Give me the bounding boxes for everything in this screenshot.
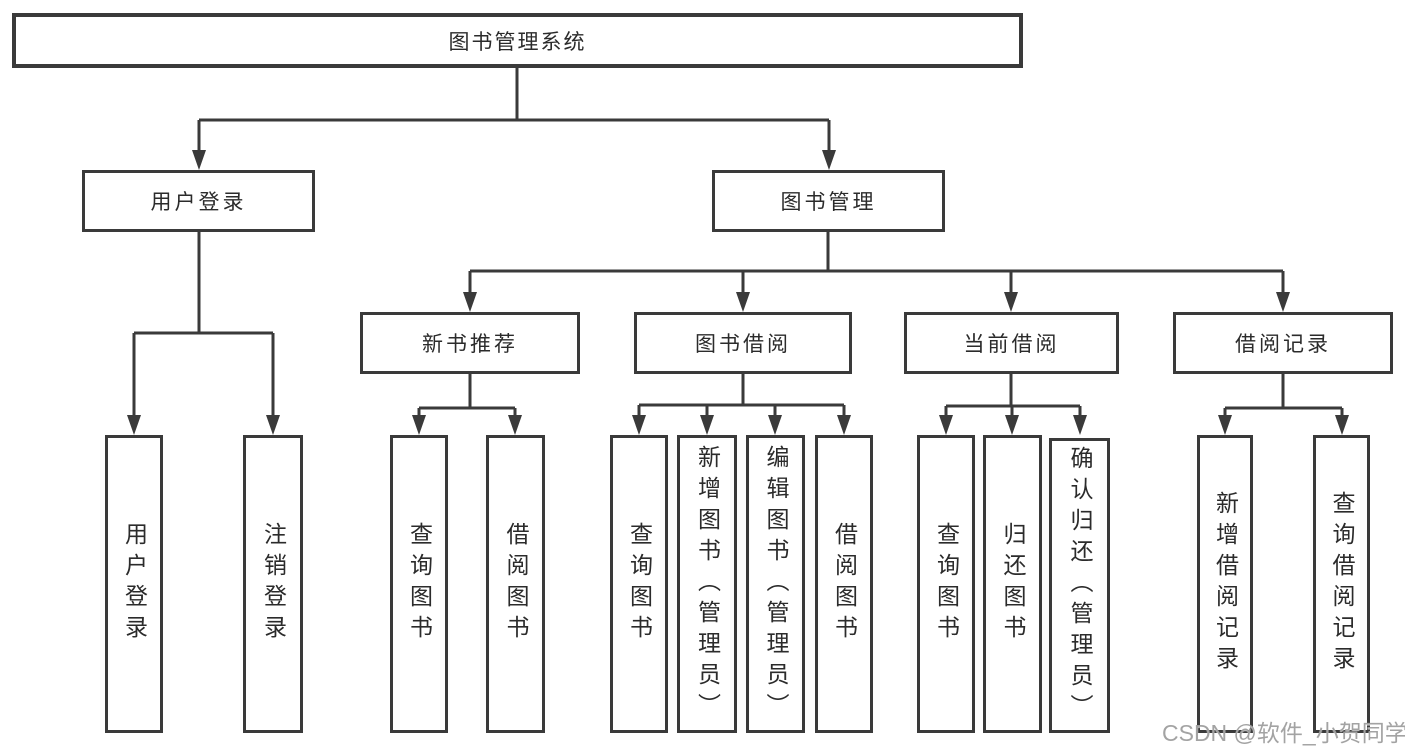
watermark-text: CSDN @软件_小贺同学 xyxy=(1162,720,1405,746)
leaf-edit-book-admin: 编辑图书（管理员） xyxy=(746,435,805,733)
node-user-login: 用户登录 xyxy=(82,170,315,232)
node-library-system: 图书管理系统 xyxy=(12,13,1023,68)
node-borrowing-records: 借阅记录 xyxy=(1173,312,1393,374)
node-book-borrowing: 图书借阅 xyxy=(634,312,852,374)
leaf-confirm-return-admin: 确认归还（管理员） xyxy=(1049,438,1110,733)
leaf-query-borrow-record: 查询借阅记录 xyxy=(1313,435,1370,733)
node-book-management: 图书管理 xyxy=(712,170,945,232)
tree-connector-lines xyxy=(132,68,1344,417)
node-new-book-recommend: 新书推荐 xyxy=(360,312,580,374)
leaf-query-books-2: 查询图书 xyxy=(610,435,668,733)
tree-connector-arrowheads xyxy=(127,150,1349,435)
leaf-borrow-books-2: 借阅图书 xyxy=(815,435,873,733)
leaf-add-borrow-record: 新增借阅记录 xyxy=(1197,435,1253,733)
leaf-query-books-1: 查询图书 xyxy=(390,435,448,733)
leaf-logout: 注销登录 xyxy=(243,435,303,733)
leaf-borrow-books-1: 借阅图书 xyxy=(486,435,545,733)
leaf-user-login: 用户登录 xyxy=(105,435,163,733)
leaf-add-book-admin: 新增图书（管理员） xyxy=(677,435,737,733)
leaf-query-books-3: 查询图书 xyxy=(917,435,975,733)
leaf-return-book: 归还图书 xyxy=(983,435,1042,733)
node-current-borrowing: 当前借阅 xyxy=(904,312,1119,374)
